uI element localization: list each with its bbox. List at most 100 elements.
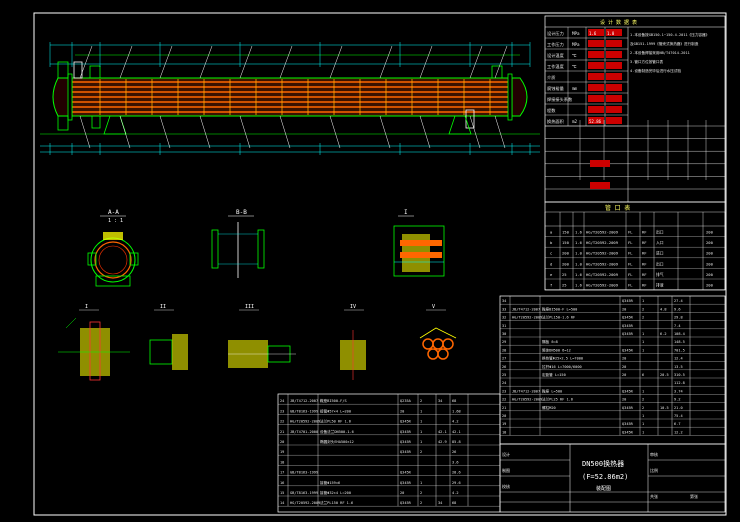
spec-value-cell xyxy=(588,95,604,102)
bom-cell: 68 xyxy=(452,399,456,403)
spec-value-cell xyxy=(588,106,604,113)
bom-cell: 20 xyxy=(622,398,626,402)
spec-unit: MPa xyxy=(572,31,580,36)
spec-label: 介质 xyxy=(547,74,555,81)
nozzle-cell: FL xyxy=(628,272,633,277)
bom-cell: 28.6 xyxy=(452,471,461,475)
spec-note: 4.设备制造完毕后进行水压试验 xyxy=(630,68,681,73)
nozzle-cell: d xyxy=(550,261,552,266)
bom-cell: 螺柱M20 xyxy=(542,405,556,410)
bom-cell: 6 xyxy=(642,373,644,377)
bom-cell: 26 xyxy=(502,365,506,369)
bom-cell: 20 xyxy=(280,440,284,444)
nozzle-cell: HG/T20592-2009 xyxy=(586,251,619,256)
title-cell: 审核 xyxy=(650,451,658,457)
bom-cell: 21.0 xyxy=(674,406,683,410)
spec-note: 2.本设备焊接采用NB/T47014-2011 xyxy=(630,50,690,55)
bom-cell: 9.2 xyxy=(674,398,681,402)
title-name-line2: (F=52.86m2) xyxy=(582,473,628,481)
spec-unit: MPa xyxy=(572,42,580,47)
nozzle-cell: HG/T20592-2009 xyxy=(586,261,619,266)
nozzle-cell: RF xyxy=(642,283,647,288)
nozzle-cell: 1.6 xyxy=(575,272,583,277)
bom-cell: 1 xyxy=(420,481,422,485)
bom-cell: 26 xyxy=(452,450,456,454)
section-a-title: A-A xyxy=(108,209,119,216)
bom-cell: 接管Φ32×4 L=200 xyxy=(320,490,351,495)
nozzle-cell: 排液 xyxy=(656,283,664,288)
bom-cell: 20 xyxy=(400,409,404,413)
nozzle-cell: 200 xyxy=(706,251,714,256)
bom-cell: 设备法兰DN500-1.6 xyxy=(320,429,354,434)
drawing-border xyxy=(33,12,727,516)
spec-value-2: 1.0 xyxy=(607,31,615,36)
nozzle-d xyxy=(491,65,503,79)
bom-cell: 29.8 xyxy=(674,316,683,320)
bom-cell: 法兰PL25 RF 1.6 xyxy=(542,397,573,402)
nozzle-cell: HG/T20592-2009 xyxy=(586,240,619,245)
bom-cell: 隔板 δ=8 xyxy=(542,339,558,344)
nozzle-cell: FL xyxy=(628,230,633,235)
nozzle-cell: c xyxy=(550,251,552,256)
bom-cell: Q345R xyxy=(400,501,412,505)
bom-cell: 2 xyxy=(420,450,422,454)
bom-cell: 2 xyxy=(642,406,644,410)
bom-cell: 34 xyxy=(502,299,506,303)
bom-cell: 12.4 xyxy=(674,357,683,361)
bom-cell: 42.1 xyxy=(438,430,447,434)
bom-cell: JB/T4701-2000 xyxy=(290,430,318,434)
bom-cell: 19 xyxy=(502,422,506,426)
detail-views-row xyxy=(58,317,457,381)
bom-cell: 1 xyxy=(642,430,644,434)
nozzle-cell: 200 xyxy=(562,261,570,266)
nozzle-cell: b xyxy=(550,240,553,245)
spec-value-cell xyxy=(606,51,622,58)
bom-cell: 2 xyxy=(420,399,422,403)
bom-cell: Q345R xyxy=(400,440,412,444)
bom-cell: 30 xyxy=(502,332,506,336)
spec-value-cell xyxy=(606,40,622,47)
bom-cell: 75.4 xyxy=(674,414,683,418)
bom-cell: HG/T20592-2009 xyxy=(290,420,320,424)
bom-cell: Q345R xyxy=(622,316,634,320)
title-cell: 第张 xyxy=(690,493,698,499)
bom-cell: 法兰PL150 RF 1.6 xyxy=(320,500,353,505)
bom-cell: 1 xyxy=(642,422,644,426)
bom-cell: JB/T4712-2007 xyxy=(290,399,318,403)
bom-cell: Q345R xyxy=(622,406,634,410)
design-data-header: 设 计 数 据 表 xyxy=(600,19,637,26)
right-head xyxy=(511,77,528,117)
spec-value-cell xyxy=(588,62,604,69)
bom-cell: 27.4 xyxy=(674,299,683,303)
bom-cell: 1.68 xyxy=(452,409,461,413)
detail-view-label: II xyxy=(160,304,166,310)
bom-cell: 33 xyxy=(502,307,506,311)
bom-cell: 3.6 xyxy=(452,460,459,464)
bom-cell: 拉杆Φ16 L=7000/6000 xyxy=(542,364,582,369)
nozzle-cell: 25 xyxy=(562,283,567,288)
bom-cell: 28 xyxy=(502,348,506,352)
bom-cell: 4.2 xyxy=(452,420,459,424)
bom-cell: 4.8 xyxy=(660,307,667,311)
bom-cell: 10.5 xyxy=(660,406,669,410)
spec-value-cell xyxy=(588,73,604,80)
nozzle-cell: FL xyxy=(628,251,633,256)
bom-cell: 42.9 xyxy=(438,440,447,444)
bom-cell: 701.5 xyxy=(674,348,685,352)
bom-cell: 18 xyxy=(280,460,284,464)
nozzle-cell: 入口 xyxy=(656,240,664,245)
bom-cell: Q235A xyxy=(400,399,412,403)
bom-cell: 20 xyxy=(622,357,626,361)
exchanger-main-view xyxy=(40,42,540,155)
bom-cell: 20 xyxy=(502,414,506,418)
bom-cell: 20 xyxy=(400,491,404,495)
bom-cell: 29 xyxy=(502,340,506,344)
spec-value-cell xyxy=(588,29,604,36)
spec-value-cell xyxy=(588,117,604,124)
spec-value-1: 52.86 xyxy=(589,119,602,124)
nozzle-cell: 进口 xyxy=(656,251,664,256)
bom-cell: 16 xyxy=(280,481,284,485)
bom-cell: 1 xyxy=(420,420,422,424)
spec-label: 设计压力 xyxy=(547,30,564,37)
